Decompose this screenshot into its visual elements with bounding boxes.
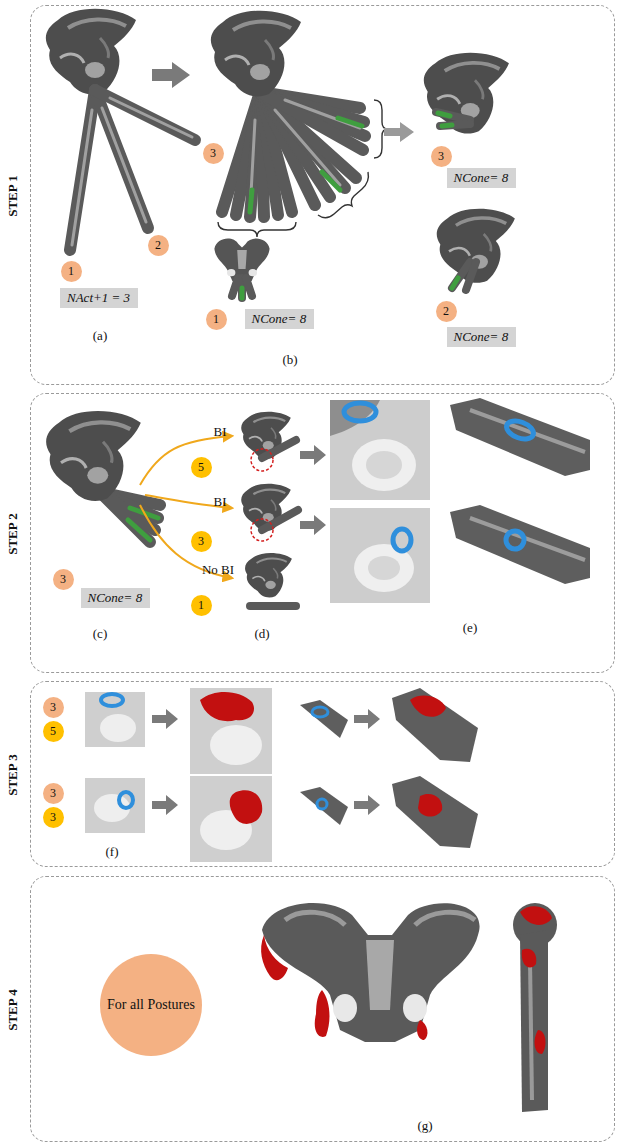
posture-number: 1 xyxy=(61,261,82,282)
cone-number: 5 xyxy=(191,457,212,478)
step-heading: STEP 2 xyxy=(5,479,25,589)
node-text: NAct+1 = 3 xyxy=(67,290,131,306)
node-text: 3 xyxy=(50,786,56,801)
node-text: NCone= 8 xyxy=(454,329,509,345)
subfigure-label: (b) xyxy=(282,352,297,368)
node-text: 5 xyxy=(50,724,56,739)
subfigure-label: (f) xyxy=(106,844,119,860)
count-box: NCone= 8 xyxy=(447,168,516,188)
node-text: 3 xyxy=(210,146,216,161)
node-text: NCone= 8 xyxy=(454,170,509,186)
count-box: NAct+1 = 3 xyxy=(60,288,138,308)
step-heading: STEP 4 xyxy=(5,955,25,1065)
count-box: NCone= 8 xyxy=(81,588,150,608)
subfigure-label: (c) xyxy=(93,626,107,642)
cone-number: 5 xyxy=(43,721,64,742)
step-panel: STEP 23NCone= 8531 xyxy=(30,393,615,673)
intersection-label: BI xyxy=(214,494,227,510)
step-heading: STEP 1 xyxy=(5,141,25,251)
node-text: 2 xyxy=(155,238,161,253)
node-text: 3 xyxy=(438,149,444,164)
subfigure-label: (e) xyxy=(463,620,477,636)
cone-number: 3 xyxy=(43,807,64,828)
posture-number: 2 xyxy=(436,301,457,322)
posture-number: 1 xyxy=(206,309,227,330)
posture-number: 2 xyxy=(148,235,169,256)
posture-number: 3 xyxy=(43,783,64,804)
node-text: 3 xyxy=(60,572,66,587)
subfigure-label: (a) xyxy=(93,328,107,344)
node-text: 1 xyxy=(213,312,219,327)
count-box: NCone= 8 xyxy=(447,327,516,347)
posture-number: 3 xyxy=(53,569,74,590)
subfigure-label: (g) xyxy=(417,1118,432,1134)
intersection-label: No BI xyxy=(202,562,234,578)
subfigure-label: (d) xyxy=(254,626,269,642)
node-text: NCone= 8 xyxy=(252,311,307,327)
intersection-label: BI xyxy=(214,424,227,440)
count-box: NCone= 8 xyxy=(245,309,314,329)
node-text: 3 xyxy=(50,700,56,715)
posture-number: 3 xyxy=(431,146,452,167)
node-text: 2 xyxy=(443,304,449,319)
node-text: 1 xyxy=(198,598,204,613)
cone-number: 3 xyxy=(191,531,212,552)
posture-number: 3 xyxy=(203,143,224,164)
node-text: For all Postures xyxy=(107,997,195,1014)
node-text: NCone= 8 xyxy=(88,590,143,606)
step-panel: STEP 4For all Postures xyxy=(30,876,615,1142)
step-panel: STEP 1123NAct+1 = 33NCone= 81NCone= 82NC… xyxy=(30,5,615,385)
step-panel: STEP 33533 xyxy=(30,681,615,867)
node-text: 3 xyxy=(50,810,56,825)
node-text: 5 xyxy=(198,460,204,475)
cone-number: 1 xyxy=(191,595,212,616)
posture-number: 3 xyxy=(43,697,64,718)
step-heading: STEP 3 xyxy=(5,720,25,830)
all-postures-circle: For all Postures xyxy=(100,954,202,1056)
node-text: 1 xyxy=(68,264,74,279)
node-text: 3 xyxy=(198,534,204,549)
